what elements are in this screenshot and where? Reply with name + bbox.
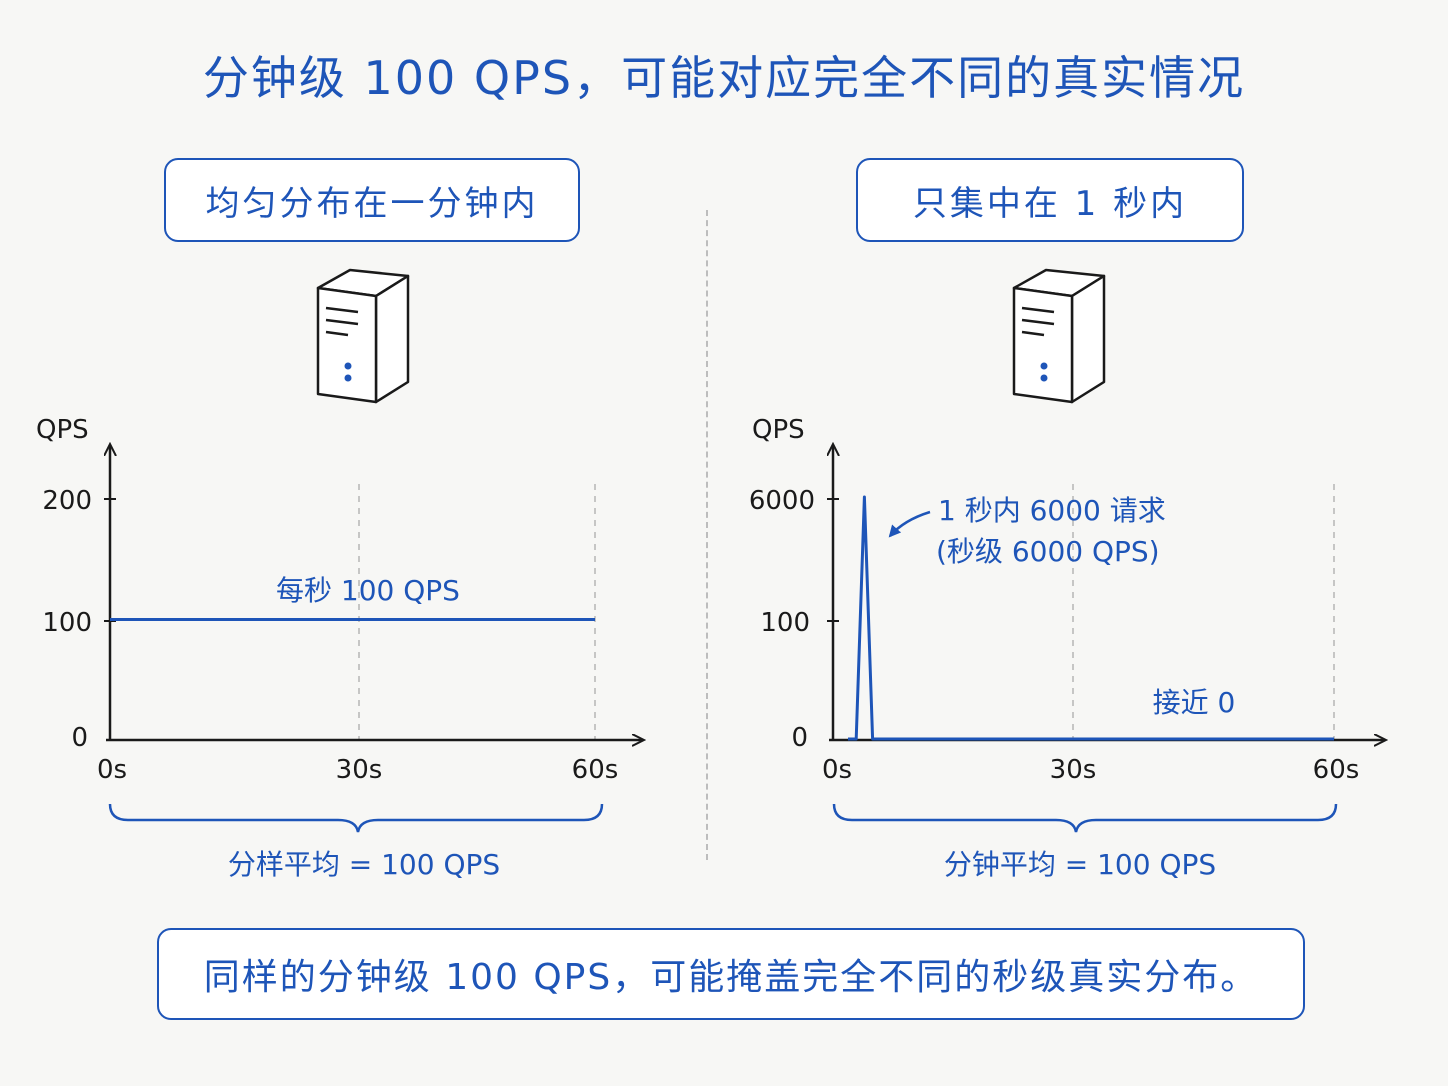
left-series-label: 每秒 100 QPS <box>276 574 460 607</box>
spike-note-line1: 1 秒内 6000 请求 <box>938 494 1166 527</box>
right-series-line <box>848 495 1334 741</box>
left-x-tick: 30s <box>336 755 383 785</box>
right-chart: QPS 6000 100 0 0s 30s 60s 1 秒内 6000 请求 (… <box>749 415 1384 881</box>
near-zero-label: 接近 0 <box>1153 686 1236 719</box>
left-y-tick: 0 <box>71 723 88 753</box>
server-icon <box>316 268 410 404</box>
spike-note-line2: (秒级 6000 QPS) <box>936 535 1160 568</box>
left-brace <box>108 803 604 833</box>
footer-summary: 同样的分钟级 100 QPS，可能掩盖完全不同的秒级真实分布。 <box>157 928 1305 1020</box>
right-panel-title: 只集中在 1 秒内 <box>856 158 1244 242</box>
right-brace <box>832 803 1338 833</box>
right-y-axis-label: QPS <box>752 415 805 445</box>
left-y-tick: 200 <box>42 486 92 516</box>
right-x-tick: 0s <box>822 755 852 785</box>
right-x-tick: 60s <box>1313 755 1360 785</box>
page-title: 分钟级 100 QPS，可能对应完全不同的真实情况 <box>202 51 1246 105</box>
right-average-label: 分钟平均 = 100 QPS <box>944 848 1216 881</box>
left-chart: QPS 200 100 0 0s 30s 60s 每秒 100 QPS 分样平均… <box>36 415 642 881</box>
spike-arrow <box>888 510 931 538</box>
right-y-tick: 100 <box>760 608 810 638</box>
left-average-label: 分样平均 = 100 QPS <box>228 848 500 881</box>
left-x-tick: 60s <box>572 755 619 785</box>
left-x-tick: 0s <box>97 755 127 785</box>
left-panel-title: 均匀分布在一分钟内 <box>164 158 580 242</box>
center-divider <box>706 210 708 860</box>
right-y-tick: 6000 <box>749 486 815 516</box>
right-y-tick: 0 <box>791 723 808 753</box>
right-x-tick: 30s <box>1050 755 1097 785</box>
left-y-tick: 100 <box>42 608 92 638</box>
left-y-axis-label: QPS <box>36 415 89 445</box>
server-icon <box>1012 268 1106 404</box>
